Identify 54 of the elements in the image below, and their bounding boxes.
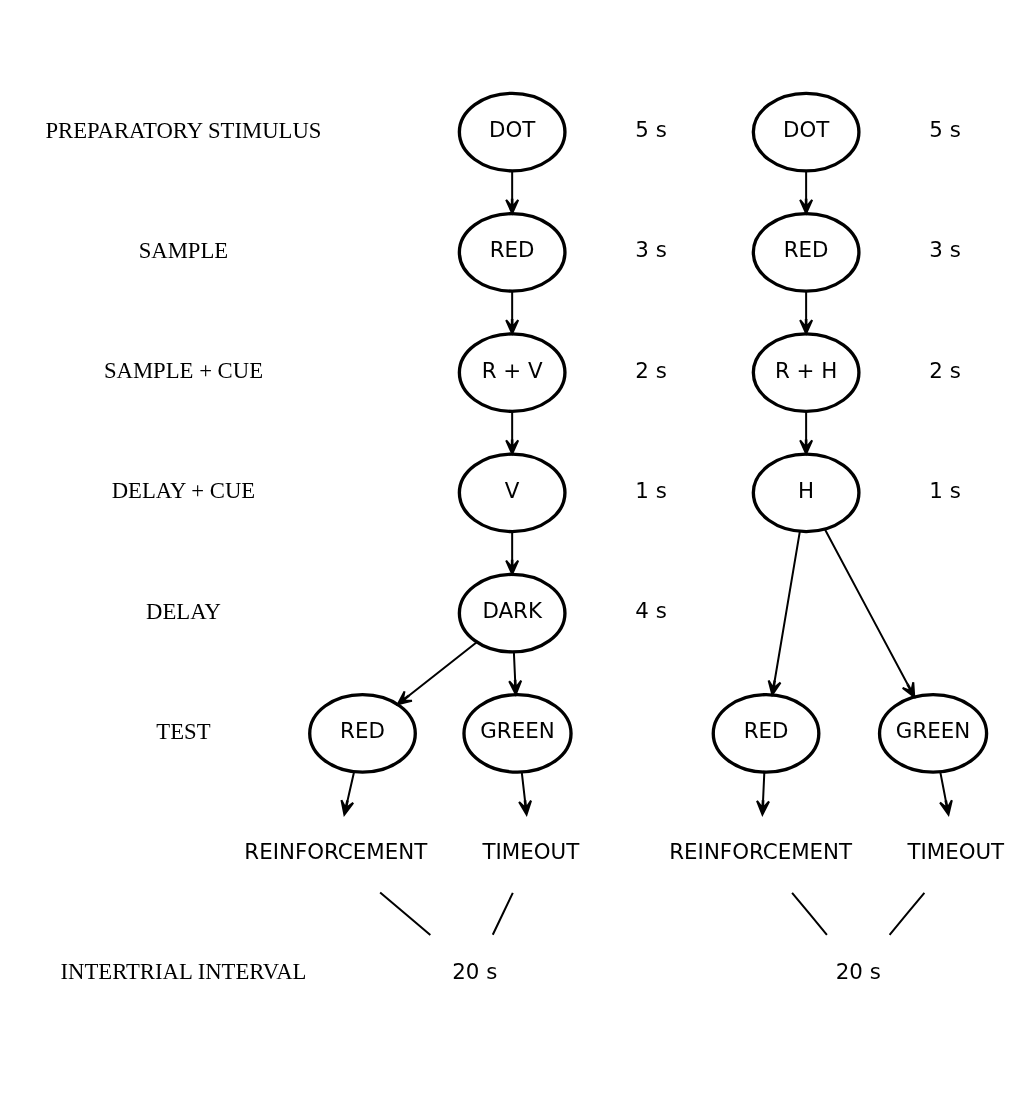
node-text: TIMEOUT bbox=[482, 838, 580, 864]
node-ellipse: GREEN bbox=[462, 692, 573, 774]
arrow bbox=[799, 169, 814, 214]
node-ellipse: R + H bbox=[751, 331, 861, 413]
arrow bbox=[505, 410, 520, 455]
arrow bbox=[508, 650, 523, 695]
label: DELAY bbox=[146, 598, 221, 624]
node-ellipse: GREEN bbox=[877, 692, 989, 774]
node-label: 2 s bbox=[929, 357, 961, 383]
node-ellipse: DARK bbox=[457, 572, 567, 654]
label: SAMPLE + CUE bbox=[103, 357, 264, 383]
node-label: 3 s bbox=[635, 236, 667, 262]
arrow bbox=[505, 169, 520, 214]
node-label: 3 s bbox=[929, 236, 961, 262]
label: TEST bbox=[156, 718, 211, 744]
node-label: 5 s bbox=[929, 116, 961, 142]
arrow bbox=[340, 770, 356, 816]
node-ellipse: RED bbox=[457, 211, 567, 293]
node-label: 4 s bbox=[635, 597, 667, 623]
connector bbox=[888, 891, 926, 936]
node-ellipse: DOT bbox=[457, 91, 567, 172]
node-ellipse: RED bbox=[751, 211, 861, 293]
arrow bbox=[799, 410, 814, 455]
label: INTERTRIAL INTERVAL bbox=[60, 958, 307, 984]
node-ellipse: R + V bbox=[457, 331, 567, 413]
node-text: 20 s bbox=[452, 958, 498, 984]
node-ellipse: H bbox=[751, 451, 861, 533]
arrow bbox=[756, 771, 770, 815]
node-ellipse: DOT bbox=[751, 91, 861, 172]
node-ellipse: RED bbox=[711, 692, 821, 774]
arrow bbox=[767, 529, 801, 696]
connector bbox=[379, 891, 432, 936]
node-text: REINFORCEMENT bbox=[244, 838, 428, 864]
arrow bbox=[799, 290, 814, 334]
connector bbox=[791, 891, 828, 936]
node-label: 1 s bbox=[635, 477, 667, 503]
node-label: 1 s bbox=[929, 477, 961, 503]
label: PREPARATORY STIMULUS bbox=[45, 117, 322, 143]
node-label: 2 s bbox=[635, 357, 667, 383]
arrow bbox=[518, 771, 533, 815]
label: SAMPLE bbox=[138, 237, 229, 263]
node-text: REINFORCEMENT bbox=[669, 838, 853, 864]
node-text: 20 s bbox=[835, 958, 881, 984]
connector bbox=[491, 891, 514, 936]
arrow bbox=[939, 770, 953, 816]
arrow bbox=[823, 527, 916, 698]
arrow bbox=[505, 290, 520, 334]
node-ellipse: V bbox=[457, 451, 567, 533]
arrow bbox=[396, 640, 478, 705]
label: DELAY + CUE bbox=[111, 477, 256, 503]
node-text: TIMEOUT bbox=[907, 838, 1005, 864]
node-label: 5 s bbox=[635, 116, 667, 142]
arrow bbox=[505, 530, 520, 575]
node-ellipse: RED bbox=[308, 692, 417, 774]
